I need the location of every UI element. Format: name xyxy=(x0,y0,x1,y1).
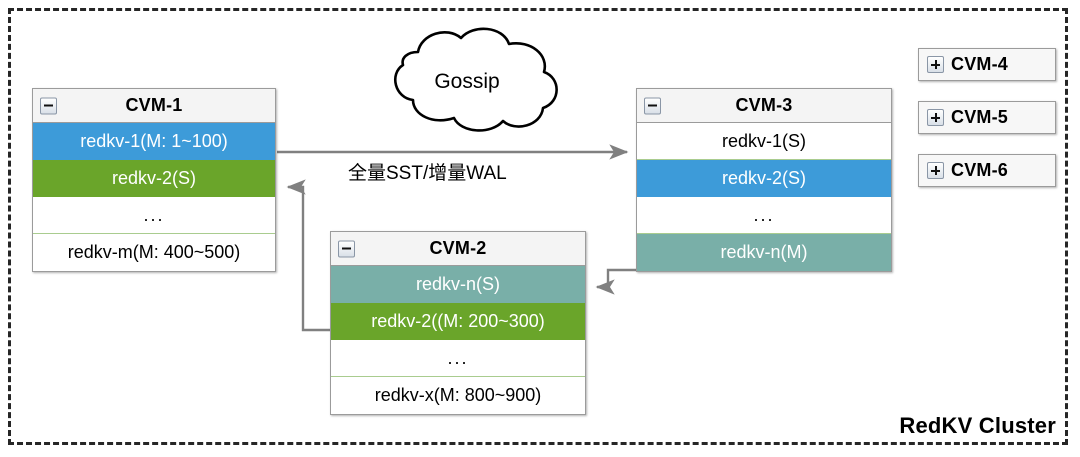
shard-row[interactable]: redkv-n(S) xyxy=(331,266,585,303)
node-header-cvm-2: CVM-2 xyxy=(331,232,585,266)
node-title-cvm-6: CVM-6 xyxy=(951,160,1009,180)
cluster-boundary xyxy=(8,8,1068,445)
shard-row[interactable]: redkv-2((M: 200~300) xyxy=(331,303,585,340)
node-cvm-5[interactable]: CVM-5 xyxy=(918,101,1056,134)
shard-row[interactable]: redkv-m(M: 400~500) xyxy=(33,234,275,271)
cloud-icon xyxy=(393,27,558,132)
shard-row[interactable]: redkv-2(S) xyxy=(33,160,275,197)
shard-row[interactable]: redkv-1(M: 1~100) xyxy=(33,123,275,160)
node-cvm-2[interactable]: CVM-2 redkv-n(S) redkv-2((M: 200~300) ..… xyxy=(330,231,586,415)
node-cvm-4[interactable]: CVM-4 xyxy=(918,48,1056,81)
collapse-toggle-icon-cvm-3[interactable] xyxy=(644,97,661,114)
node-title-cvm-1: CVM-1 xyxy=(125,95,183,115)
shard-row[interactable]: redkv-2(S) xyxy=(637,160,891,197)
shard-row[interactable]: redkv-n(M) xyxy=(637,234,891,271)
shard-row[interactable]: redkv-1(S) xyxy=(637,123,891,160)
node-title-cvm-2: CVM-2 xyxy=(429,238,487,258)
shard-row[interactable]: redkv-x(M: 800~900) xyxy=(331,377,585,414)
node-cvm-6[interactable]: CVM-6 xyxy=(918,154,1056,187)
node-cvm-1[interactable]: CVM-1 redkv-1(M: 1~100) redkv-2(S) ... r… xyxy=(32,88,276,272)
node-title-cvm-4: CVM-4 xyxy=(951,54,1009,74)
node-header-cvm-1: CVM-1 xyxy=(33,89,275,123)
gossip-label: Gossip xyxy=(434,69,500,93)
node-cvm-3[interactable]: CVM-3 redkv-1(S) redkv-2(S) ... redkv-n(… xyxy=(636,88,892,272)
cluster-title: RedKV Cluster xyxy=(899,413,1056,438)
expand-toggle-icon-cvm-5[interactable] xyxy=(927,109,944,126)
shard-row-ellipsis: ... xyxy=(637,197,891,234)
replication-edge-label: 全量SST/增量WAL xyxy=(348,163,507,184)
gossip-cloud: Gossip xyxy=(355,22,579,137)
expand-toggle-icon-cvm-4[interactable] xyxy=(927,56,944,73)
shard-row-ellipsis: ... xyxy=(33,197,275,234)
collapse-toggle-icon-cvm-1[interactable] xyxy=(40,97,57,114)
collapse-toggle-icon-cvm-2[interactable] xyxy=(338,240,355,257)
node-title-cvm-3: CVM-3 xyxy=(735,95,793,115)
expand-toggle-icon-cvm-6[interactable] xyxy=(927,162,944,179)
shard-row-ellipsis: ... xyxy=(331,340,585,377)
node-title-cvm-5: CVM-5 xyxy=(951,107,1009,127)
node-header-cvm-3: CVM-3 xyxy=(637,89,891,123)
